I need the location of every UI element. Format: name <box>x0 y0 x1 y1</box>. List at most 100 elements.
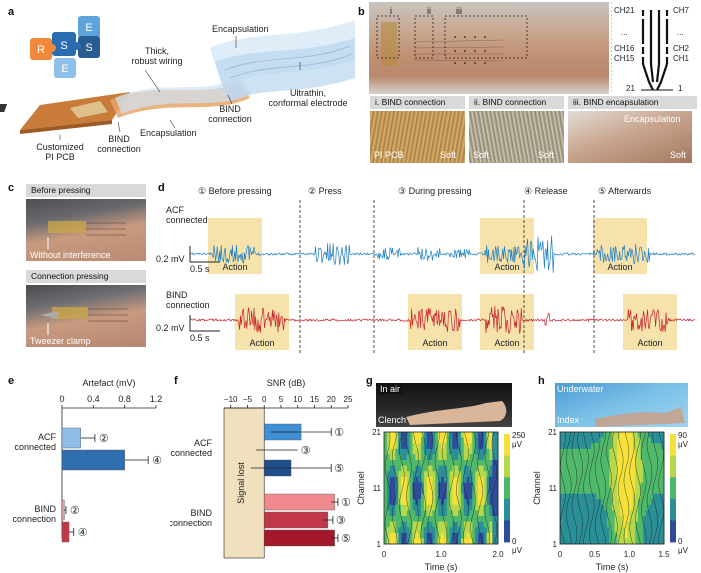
heatmap-cell <box>627 465 631 472</box>
heatmap-cell <box>583 443 587 450</box>
heatmap-cell <box>567 521 571 528</box>
heatmap-cell <box>478 521 482 528</box>
heatmap-cell <box>614 516 618 522</box>
heatmap-cell <box>586 499 589 506</box>
colorbar-segment <box>670 484 676 489</box>
heatmap-cell <box>415 448 419 455</box>
heatmap-cell <box>648 471 652 478</box>
heatmap-cell <box>643 443 647 450</box>
heatmap-cell <box>446 504 450 511</box>
heatmap-cell <box>495 448 499 455</box>
heatmap-cell <box>593 532 597 539</box>
heatmap-cell <box>449 499 453 506</box>
heatmap-cell <box>570 532 574 539</box>
heatmap-cell <box>495 460 499 466</box>
heatmap-cell <box>627 516 631 522</box>
heatmap-cell <box>632 448 636 455</box>
heatmap-cell <box>455 499 459 506</box>
heatmap-cell <box>612 527 615 534</box>
heatmap-cell <box>640 538 644 545</box>
f-bar <box>264 529 335 547</box>
heatmap-cell <box>627 443 631 450</box>
heatmap-cell <box>638 482 641 489</box>
heatmap-cell <box>401 448 405 455</box>
e-group-label: connection <box>12 514 56 524</box>
heatmap-cell <box>632 460 636 466</box>
acf-action-box <box>208 218 262 274</box>
heatmap-cell <box>495 476 499 483</box>
heatmap-cell <box>435 527 439 534</box>
heatmap-cell <box>401 510 405 517</box>
heatmap-cell <box>384 538 388 545</box>
heatmap-cell <box>638 521 641 528</box>
heatmap-cell <box>478 465 482 472</box>
heatmap-cell <box>583 488 587 494</box>
heatmap-cell <box>625 476 628 483</box>
heatmap-xtick-label: 1.5 <box>658 550 670 559</box>
heatmap-cell <box>575 437 579 444</box>
g-photo-sub: Clench <box>378 415 407 425</box>
heatmap-cell <box>460 504 465 511</box>
f-xtick-label: 10 <box>293 395 302 404</box>
heatmap-cell <box>392 488 396 494</box>
heatmap-cell <box>560 538 563 545</box>
heatmap-cell <box>435 432 439 438</box>
heatmap-cell <box>580 465 584 472</box>
heatmap-cell <box>627 499 631 506</box>
heatmap-cell <box>429 432 433 438</box>
heatmap-cell <box>423 527 428 534</box>
heatmap-cell <box>395 460 399 466</box>
heatmap-cell <box>591 448 595 455</box>
heatmap-cell <box>452 437 456 444</box>
heatmap-cell <box>560 448 563 455</box>
heatmap-cell <box>418 510 422 517</box>
contour-line <box>391 431 398 544</box>
heatmap-cell <box>606 527 610 534</box>
e-bar <box>61 499 65 521</box>
heatmap-cell <box>601 538 605 545</box>
heatmap-cell <box>583 460 587 466</box>
colorbar-segment <box>670 538 676 543</box>
heatmap-cell <box>656 443 660 450</box>
heatmap-cell <box>612 443 615 450</box>
heatmap-cell <box>455 516 459 522</box>
heatmap-cell <box>483 471 487 478</box>
heatmap-cell <box>575 465 579 472</box>
heatmap-cell <box>403 432 408 438</box>
f-xtick-label: 15 <box>310 395 319 404</box>
heatmap-cell <box>661 454 665 461</box>
heatmap-cell <box>632 516 636 522</box>
colorbar-segment <box>670 516 676 521</box>
heatmap-cell <box>591 482 595 489</box>
heatmap-cell <box>588 448 592 455</box>
heatmap-cell <box>614 499 618 506</box>
heatmap-cell <box>386 443 390 450</box>
heatmap-cell <box>392 521 396 528</box>
panel-g-label: g <box>366 375 373 387</box>
heatmap-cell <box>606 443 610 450</box>
heatmap-cell <box>619 437 623 444</box>
h-photo-title: Underwater <box>557 384 604 394</box>
heatmap-cell <box>409 432 413 438</box>
h-photo-sub: Index <box>557 415 580 425</box>
heatmap-cell <box>452 504 456 511</box>
heatmap-cell <box>458 488 462 494</box>
heatmap-cell <box>614 432 618 438</box>
panel-e-label: e <box>8 375 15 387</box>
heatmap-cell <box>412 527 416 534</box>
colorbar-segment <box>670 441 676 446</box>
heatmap-cell <box>593 510 597 517</box>
heatmap-cell <box>384 443 388 450</box>
heatmap-cell <box>609 454 613 461</box>
heatmap-cell <box>632 499 636 506</box>
heatmap-cell <box>432 443 436 450</box>
heatmap-cell <box>586 527 589 534</box>
heatmap-cell <box>435 488 439 494</box>
heatmap-cell <box>412 493 416 500</box>
heatmap-cell <box>567 482 571 489</box>
heatmap-cell <box>446 488 450 494</box>
heatmap-cell <box>612 482 615 489</box>
heatmap-cell <box>435 493 439 500</box>
heatmap-cell <box>562 448 566 455</box>
heatmap-cell <box>609 510 613 517</box>
